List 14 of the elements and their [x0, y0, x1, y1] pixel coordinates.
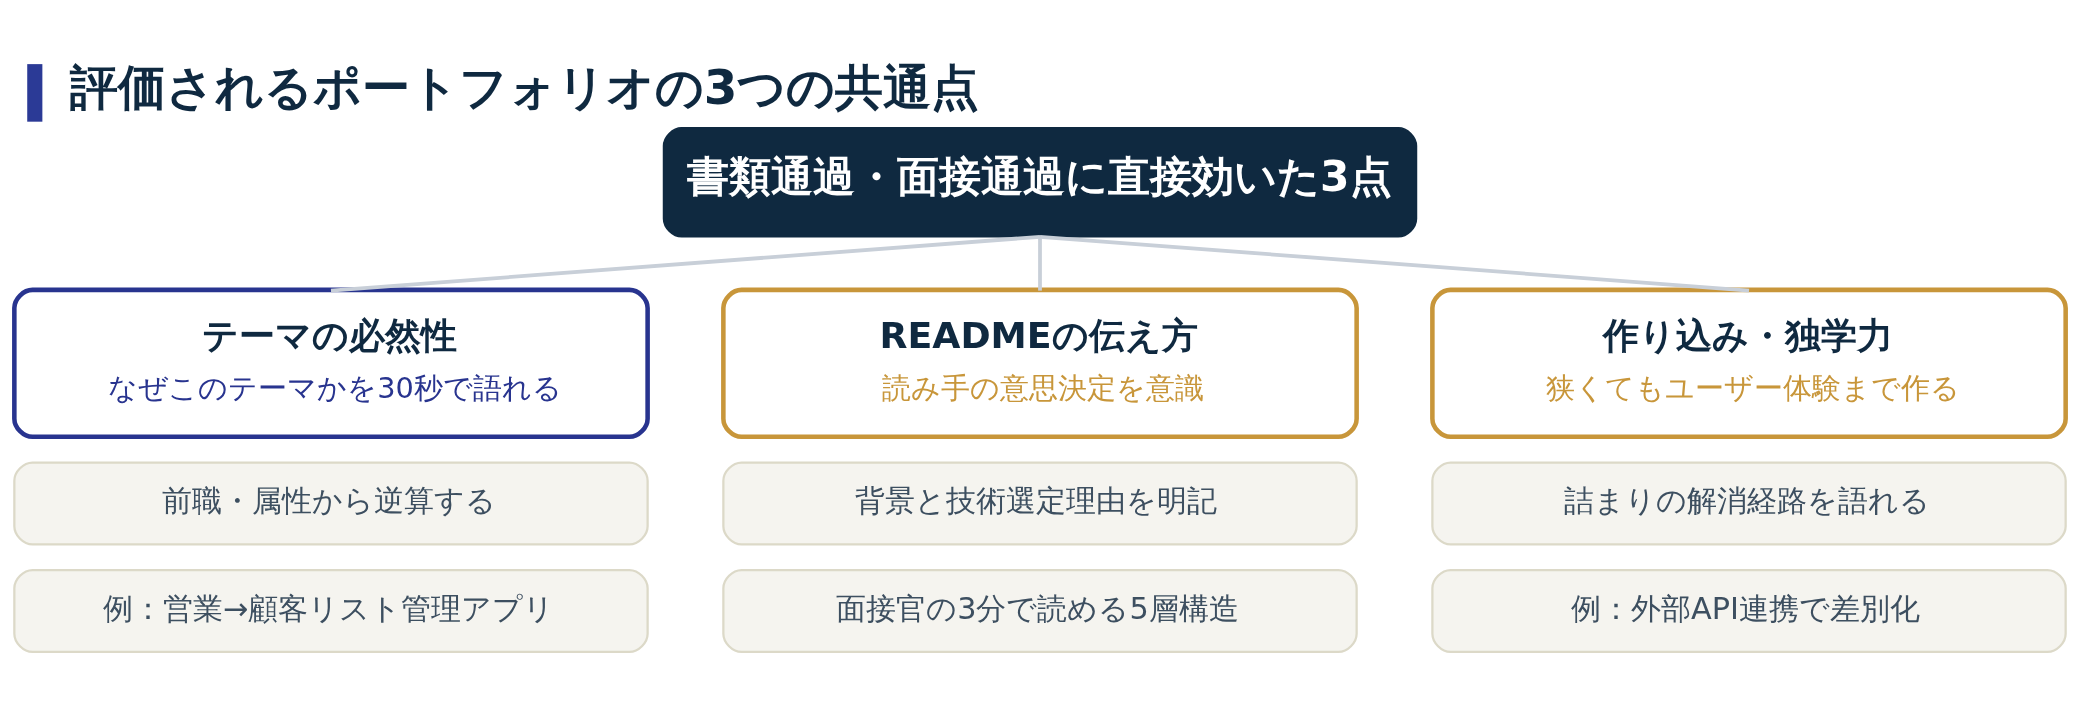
connector: [1038, 236, 1042, 291]
node-box: 作り込み・独学力 狭くてもユーザー体験まで作る: [1430, 287, 2068, 440]
node-box: READMEの伝え方 読み手の意思決定を意識: [721, 287, 1359, 440]
node-box: 背景と技術選定理由を明記: [722, 461, 1358, 546]
connector: [1039, 234, 1750, 293]
diagram-title: 評価されるポートフォリオの3つの共通点: [69, 58, 980, 115]
node-box: 書類通過・面接通過に直接効いた3点: [662, 127, 1418, 238]
node-box: 例：営業→顧客リスト管理アプリ: [13, 569, 649, 654]
node-box: テーマの必然性 なぜこのテーマかを30秒で語れる: [12, 287, 650, 440]
node-box: 面接官の3分で読める5層構造: [722, 569, 1358, 654]
connector: [330, 234, 1041, 293]
node-box: 詰まりの解消経路を語れる: [1431, 461, 2067, 546]
node-box: 例：外部API連携で差別化: [1431, 569, 2067, 654]
node-box: 前職・属性から逆算する: [13, 461, 649, 546]
